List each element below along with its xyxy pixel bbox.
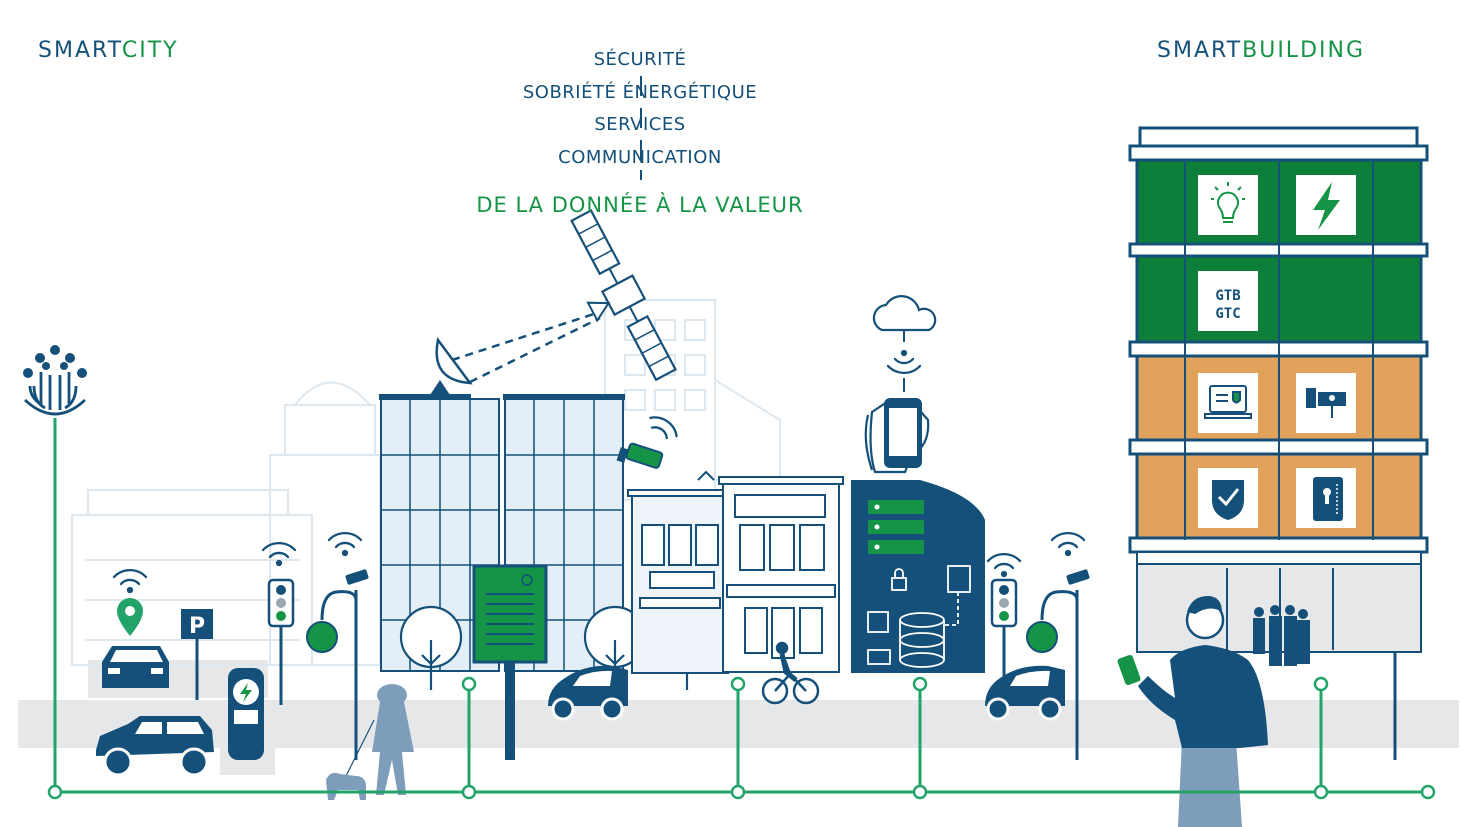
charging-station xyxy=(228,668,264,760)
cloud-icon xyxy=(872,295,937,332)
dog xyxy=(326,772,366,800)
man-with-phone xyxy=(1117,595,1268,827)
network-hub-icon xyxy=(24,372,86,416)
car-parked-front xyxy=(102,646,169,688)
ghost-buildings xyxy=(71,299,781,666)
theme-item: SERVICES xyxy=(594,114,686,135)
themes-list: SÉCURITÉ SOBRIÉTÉ ÉNERGÉTIQUE SERVICES C… xyxy=(480,46,800,176)
dog-leash xyxy=(344,719,375,779)
hand-phone xyxy=(864,398,930,474)
theme-item: SOBRIÉTÉ ÉNERGÉTIQUE xyxy=(522,81,758,103)
smartbuilding-prefix: SMART xyxy=(1157,38,1243,63)
tagline: DE LA DONNÉE À LA VALEUR xyxy=(476,193,804,217)
cyclist xyxy=(761,641,820,705)
smartcity-brand: SMARTCITY xyxy=(38,38,179,63)
satellite-dish xyxy=(430,310,601,395)
lightning-icon xyxy=(1313,182,1340,230)
laptop-shield-icon xyxy=(1204,385,1252,419)
car-small-left xyxy=(548,665,628,721)
gtb-label: GTB xyxy=(1215,288,1240,304)
data-center xyxy=(851,480,985,673)
lightbulb-icon xyxy=(1211,182,1245,223)
smartcity-prefix: SMART xyxy=(38,38,122,63)
network-nodes xyxy=(47,676,1436,800)
network-hub-dots xyxy=(23,345,87,378)
car-suv xyxy=(96,716,214,777)
smartcity-suffix: CITY xyxy=(121,38,179,63)
parking-sign xyxy=(181,609,213,639)
door-access-icon xyxy=(1313,477,1343,521)
traffic-lights xyxy=(267,578,1018,628)
theme-item: SÉCURITÉ xyxy=(593,49,687,70)
camera-icon xyxy=(616,442,664,469)
wifi-icons xyxy=(112,349,1086,594)
shield-check-icon xyxy=(1212,480,1244,520)
street-cameras xyxy=(345,569,1090,585)
security-camera-icon xyxy=(1306,388,1346,418)
lobby-people xyxy=(1253,605,1310,666)
location-pin-icon xyxy=(117,598,143,636)
info-kiosk xyxy=(472,564,548,760)
car-small-right xyxy=(985,665,1065,721)
building-panels xyxy=(1198,175,1356,528)
gtc-label: GTC xyxy=(1215,306,1240,322)
parking-sign-label: P xyxy=(189,614,205,639)
smartbuilding-suffix: BUILDING xyxy=(1242,38,1365,63)
smartbuilding-brand: SMARTBUILDING xyxy=(1157,38,1365,63)
satellite-icon xyxy=(570,208,677,382)
smart-building xyxy=(1128,126,1429,653)
shop-houses xyxy=(627,470,844,674)
pedestrian-woman xyxy=(372,684,414,795)
theme-item: COMMUNICATION xyxy=(558,146,722,168)
